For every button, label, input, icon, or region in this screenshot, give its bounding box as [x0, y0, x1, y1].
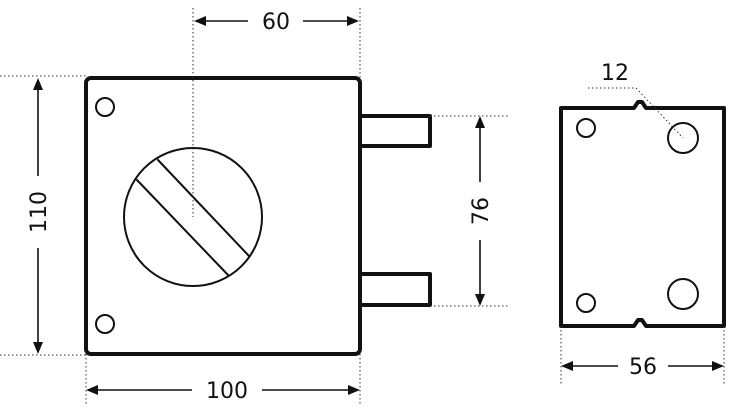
dimension-labels: 60 110 100 76 12 56 — [27, 10, 657, 404]
lock-body-outline — [84, 76, 362, 356]
bolt-top — [358, 114, 432, 148]
dim-label-56: 56 — [629, 355, 657, 380]
side-large-hole-top — [667, 122, 699, 154]
front-view — [84, 76, 432, 356]
screw-hole-bottom — [95, 314, 115, 334]
screw-hole-top — [95, 97, 115, 117]
side-view — [559, 100, 726, 328]
side-small-hole-bottom — [576, 293, 596, 313]
dim-label-110: 110 — [27, 191, 52, 233]
dim-label-76: 76 — [469, 197, 494, 225]
keyway-line-upper — [157, 159, 250, 257]
dim-label-60: 60 — [262, 10, 290, 35]
dimension-lines — [33, 16, 724, 395]
dim-label-12: 12 — [601, 61, 629, 86]
bolts — [358, 114, 432, 307]
side-small-hole-top — [576, 118, 596, 138]
side-large-hole-bottom — [667, 278, 699, 310]
bolt-bottom — [358, 272, 432, 307]
side-body-outline — [559, 100, 726, 328]
dim-label-100: 100 — [206, 379, 248, 404]
hole-leader — [588, 87, 684, 139]
extension-lines — [0, 8, 725, 405]
keyway-line-lower — [136, 179, 229, 276]
